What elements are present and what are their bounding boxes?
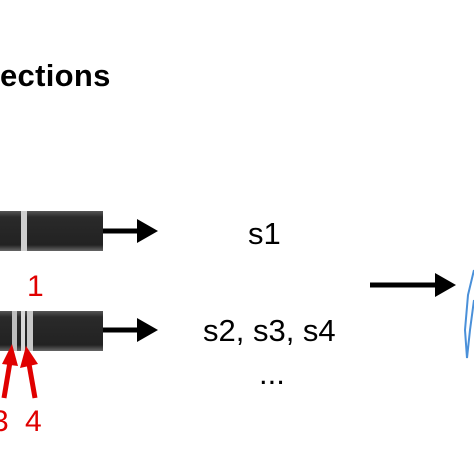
red-arrow-icon (1, 344, 18, 399)
marker-label-1: 1 (27, 270, 44, 303)
band-gap-1 (21, 211, 27, 251)
peak-plot-fragment (463, 269, 474, 359)
right-arrow-icon (370, 273, 456, 297)
right-arrow-icon (103, 219, 158, 243)
marker-label-3: 3 (0, 405, 9, 438)
gel-lane-1 (0, 211, 103, 251)
red-arrow-icon (20, 346, 38, 399)
band-gap-4 (27, 311, 33, 351)
band-gap-3 (21, 311, 25, 351)
gel-lane-2 (0, 311, 103, 351)
sample-label-row-1: s1 (248, 216, 281, 251)
right-arrow-icon (103, 318, 158, 342)
band-gap-2 (12, 311, 17, 351)
marker-label-4: 4 (25, 405, 42, 438)
section-heading: ections (0, 58, 111, 93)
sample-label-row-2: s2, s3, s4 (203, 313, 336, 348)
ellipsis: ... (259, 356, 285, 391)
